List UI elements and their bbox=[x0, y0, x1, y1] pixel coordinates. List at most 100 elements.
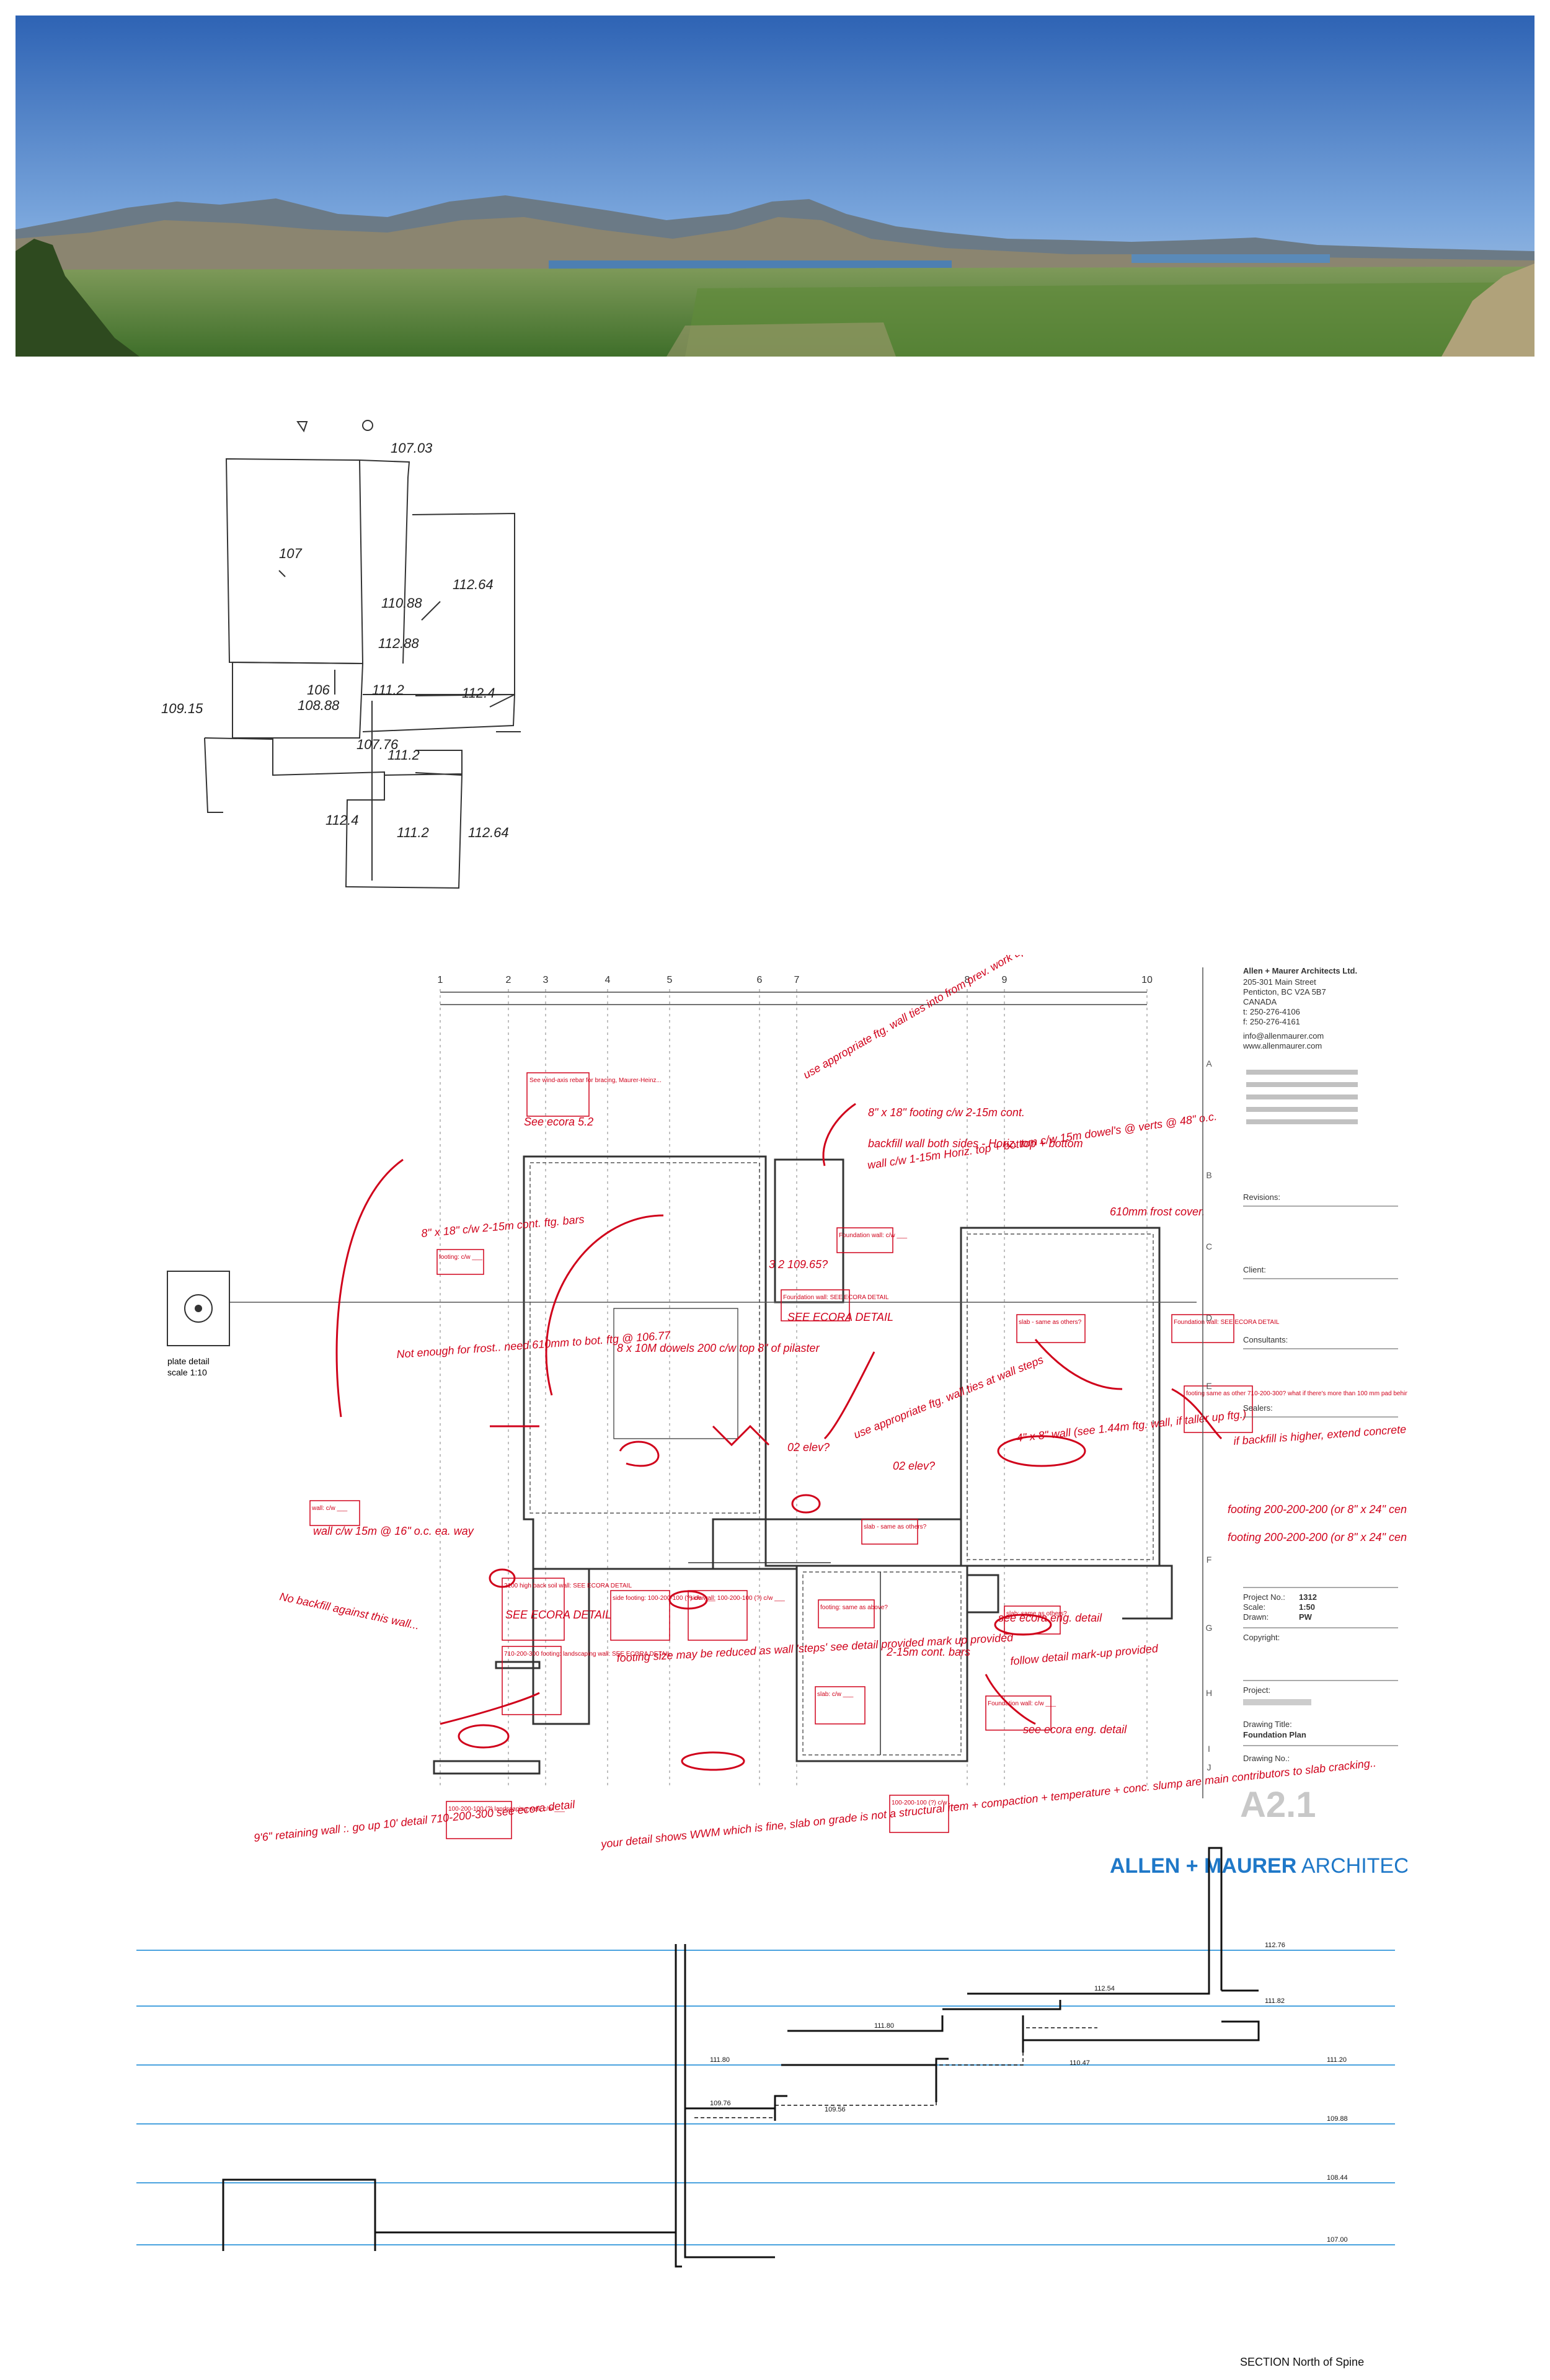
level-label-4: 109.88 bbox=[1327, 2115, 1348, 2123]
level-label-5: 108.44 bbox=[1327, 2174, 1348, 2182]
grid-label-6: 6 bbox=[757, 975, 763, 985]
markup-box-15: 710-200-300 footing: landscaping wall: S… bbox=[504, 1651, 671, 1658]
firm-name: Allen + Maurer Architects Ltd. bbox=[1243, 966, 1357, 975]
side-label-f: F bbox=[1207, 1555, 1212, 1565]
markup-note-24: follow detail mark-up provided bbox=[1010, 1642, 1159, 1667]
side-label-h: H bbox=[1206, 1688, 1212, 1698]
markup-note-26: see ecora eng. detail bbox=[1023, 1723, 1127, 1736]
plate-detail-scale: scale 1:10 bbox=[167, 1367, 207, 1377]
markup-note-19: wall c/w 15m @ 16" o.c. ea. way bbox=[313, 1525, 474, 1537]
markup-box-13: footing: same as above? bbox=[820, 1604, 888, 1611]
sketch-label-14: 111.2 bbox=[397, 825, 429, 840]
section-title: SECTION North of Spine bbox=[1240, 2356, 1364, 2368]
building-section: 112.76 111.82 111.20 109.88 108.44 107.0… bbox=[105, 1755, 1407, 2369]
markup-note-14: 02 elev? bbox=[893, 1460, 935, 1472]
side-label-j: J bbox=[1207, 1762, 1211, 1772]
project-no-value: 1312 bbox=[1299, 1592, 1317, 1602]
markup-note-17: footing 200-200-200 (or 8" x 24" centred… bbox=[1228, 1503, 1407, 1516]
sketch-label-5: 112.88 bbox=[378, 636, 419, 651]
markup-box-12: side wall: 100-200-100 (?) c/w ___ bbox=[690, 1595, 785, 1602]
sketch-drawing: 107.03 107 112.64 110.88 112.88 106 108.… bbox=[161, 420, 521, 889]
sketch-label-12: 111.2 bbox=[388, 747, 420, 763]
elevation-label-6: 109.56 bbox=[825, 2106, 846, 2113]
firm-phone: t: 250-276-4106 bbox=[1243, 1007, 1300, 1016]
markup-box-8: wall: c/w ___ bbox=[311, 1505, 348, 1512]
markup-box-3: footing: c/w ___ bbox=[439, 1254, 482, 1261]
markup-box-9: slab - same as others? bbox=[864, 1524, 927, 1530]
markup-note-23: 2-15m cont. bars bbox=[886, 1646, 970, 1658]
sketch-label-4: 110.88 bbox=[381, 595, 422, 611]
client-label: Client: bbox=[1243, 1265, 1266, 1274]
sketch-label-10: 112.4 bbox=[462, 685, 495, 701]
level-label-2: 111.82 bbox=[1265, 1997, 1285, 2005]
side-label-g: G bbox=[1206, 1623, 1213, 1633]
markup-note-20: No backfill against this wall... bbox=[278, 1590, 420, 1632]
plate-detail: plate detail scale 1:10 bbox=[167, 1271, 230, 1377]
side-label-e: E bbox=[1206, 1381, 1211, 1391]
markup-note-21: SEE ECORA DETAIL bbox=[505, 1609, 611, 1621]
markup-note-2: 8" x 18" footing c/w 2-15m cont. bbox=[868, 1106, 1025, 1119]
firm-address-2: Penticton, BC V2A 5B7 bbox=[1243, 987, 1326, 997]
firm-fax: f: 250-276-4161 bbox=[1243, 1017, 1300, 1026]
drawn-label: Drawn: bbox=[1243, 1612, 1269, 1622]
sketch-label-7: 108.88 bbox=[298, 698, 340, 713]
markup-note-6: See ecora 5.2 bbox=[524, 1116, 593, 1128]
section-drawing: 112.76 111.82 111.20 109.88 108.44 107.0… bbox=[136, 1847, 1395, 2368]
drawing-title-label: Drawing Title: bbox=[1243, 1720, 1292, 1729]
markup-note-10: 8 x 10M dowels 200 c/w top 8" of pilaste… bbox=[617, 1342, 820, 1354]
markup-note-15: 4" x 8" wall (see 1.44m ftg. wall, if ta… bbox=[1016, 1408, 1247, 1444]
level-label-6: 107.00 bbox=[1327, 2236, 1348, 2244]
sketch-label-3: 112.64 bbox=[453, 577, 494, 592]
landscape-photo bbox=[16, 16, 1534, 357]
markup-note-7: 8" x 18" c/w 2-15m cont. ftg. bars bbox=[421, 1213, 585, 1240]
firm-logo: ALLEN + MAURER ARCHITECTS bbox=[1110, 1854, 1407, 1878]
side-label-a: A bbox=[1206, 1059, 1212, 1068]
level-label-3: 111.20 bbox=[1327, 2056, 1347, 2064]
markup-note-18: footing 200-200-200 (or 8" x 24" centred… bbox=[1228, 1531, 1407, 1543]
firm-logo-bold: ALLEN + MAURER bbox=[1110, 1854, 1296, 1878]
drawing-no-label: Drawing No.: bbox=[1243, 1754, 1290, 1763]
grid-label-10: 10 bbox=[1141, 975, 1153, 985]
scale-value: 1:50 bbox=[1299, 1602, 1315, 1612]
sealers-label: Sealers: bbox=[1243, 1403, 1273, 1413]
title-block: A B C D E F G H I J Allen + Maurer Archi… bbox=[1110, 966, 1436, 1878]
foundation-plan-sheet: 1 2 3 4 5 6 7 8 9 10 bbox=[155, 910, 1550, 1910]
grid-label-4: 4 bbox=[605, 975, 611, 985]
elevation-label-4: 110.47 bbox=[1070, 2059, 1090, 2067]
grid-label-5: 5 bbox=[667, 975, 673, 985]
scale-label: Scale: bbox=[1243, 1602, 1265, 1612]
elevation-label-2: 111.80 bbox=[874, 2022, 894, 2030]
plate-detail-title: plate detail bbox=[167, 1356, 210, 1366]
project-no-label: Project No.: bbox=[1243, 1592, 1285, 1602]
grid-label-2: 2 bbox=[506, 975, 512, 985]
firm-email: info@allenmaurer.com bbox=[1243, 1031, 1324, 1041]
sketch-label-15: 112.64 bbox=[468, 825, 509, 840]
markup-box-1: See wind-axis rebar for bracing, Maurer-… bbox=[529, 1077, 662, 1084]
markup-box-10: 2100 high back soil wall: SEE ECORA DETA… bbox=[504, 1583, 632, 1589]
elevation-label-5: 109.76 bbox=[710, 2100, 731, 2107]
site-grade-sketch: 107.03 107 112.64 110.88 112.88 106 108.… bbox=[149, 403, 645, 899]
foundation-plan: 1 2 3 4 5 6 7 8 9 10 bbox=[167, 910, 1550, 1878]
side-label-i: I bbox=[1208, 1744, 1210, 1754]
markup-box-11: side footing: 100-200-100 (?) c/w ___ bbox=[613, 1595, 715, 1602]
firm-web: www.allenmaurer.com bbox=[1242, 1041, 1322, 1050]
sketch-label-1: 107.03 bbox=[391, 440, 433, 456]
revisions-label: Revisions: bbox=[1243, 1192, 1280, 1202]
markup-box-7: footing same as other 710-200-300? what … bbox=[1186, 1390, 1407, 1397]
sketch-label-2: 107 bbox=[279, 546, 302, 561]
grid-label-8: 8 bbox=[965, 975, 970, 985]
grid-label-3: 3 bbox=[543, 975, 549, 985]
markup-box-14: slab: same as others? bbox=[1006, 1610, 1067, 1617]
markup-box-17: Foundation wall: c/w ___ bbox=[988, 1700, 1056, 1707]
level-label-1: 112.76 bbox=[1265, 1942, 1285, 1949]
markup-box-6: Foundation wall: SEE ECORA DETAIL bbox=[1174, 1319, 1280, 1326]
drawing-number: A2.1 bbox=[1240, 1785, 1316, 1825]
sketch-label-9: 111.2 bbox=[372, 682, 404, 698]
markup-note-12: use appropriate ftg. wall ties at wall s… bbox=[852, 1353, 1045, 1441]
sketch-label-6: 106 bbox=[307, 682, 330, 698]
markup-note-5: 610mm frost cover. bbox=[1110, 1206, 1205, 1218]
markup-note-3: backfill wall both sides - Horiz. top + … bbox=[868, 1137, 1083, 1150]
markup-box-19: 100-200-100 (?) c/w ___ bbox=[892, 1800, 959, 1806]
grid-label-1: 1 bbox=[438, 975, 443, 985]
markup-note-13: 02 elev? bbox=[787, 1441, 830, 1454]
